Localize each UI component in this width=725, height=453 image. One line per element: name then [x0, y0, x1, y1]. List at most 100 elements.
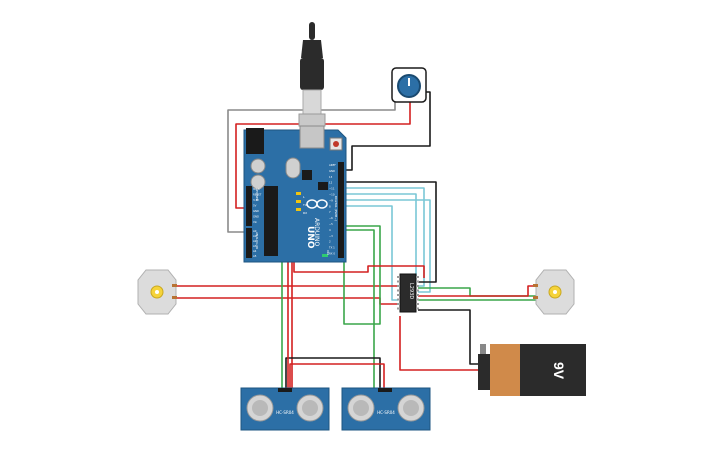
pin-label: GND — [253, 209, 259, 213]
power-header — [246, 186, 252, 226]
led-l — [296, 192, 301, 195]
pin-label: 13 — [329, 175, 333, 179]
driver-pin — [397, 285, 400, 287]
pin-label: 3.3V — [253, 198, 259, 202]
power-header-label: POWER — [255, 190, 259, 201]
wire-pot-red — [235, 100, 411, 209]
potentiometer-icon[interactable] — [391, 67, 427, 103]
pin-label: ~11 — [329, 187, 335, 191]
pin-label: A5 — [253, 254, 257, 258]
dc-motor-right[interactable] — [533, 269, 575, 315]
pin-label: ~10 — [329, 193, 335, 197]
wire-red-battery — [399, 316, 478, 371]
pin-label: IOREF — [253, 187, 261, 191]
sensor2-transducer-right-inner — [403, 400, 419, 416]
atmega-chip — [264, 186, 278, 256]
power-jack — [246, 128, 264, 154]
wire-motor-right-2 — [418, 285, 536, 297]
driver-pin — [416, 298, 419, 301]
wire-motor-left-2 — [176, 297, 398, 305]
motor-right-terminal-2 — [533, 296, 538, 299]
dc-motor-left[interactable] — [137, 269, 177, 315]
driver-pin — [416, 276, 419, 278]
wire-cyan-4 — [345, 205, 398, 301]
sensor2-label: HC-SR04 — [377, 410, 395, 415]
arduino-rx-label: RX — [303, 211, 307, 215]
driver-pin — [416, 280, 419, 283]
motor-driver-ic[interactable]: L293D — [397, 273, 419, 313]
sensor1-pin-header — [278, 388, 292, 392]
ultrasonic-sensor-2[interactable]: HC-SR04 — [341, 387, 431, 431]
wire-black-gnd — [345, 181, 437, 283]
pin-label: A3 — [253, 244, 257, 248]
pin-label: ~5 — [329, 222, 333, 226]
analog-header — [246, 228, 252, 258]
driver-pin — [397, 307, 400, 310]
sensor2-pin-header — [378, 388, 392, 392]
pin-label: RESET — [253, 193, 262, 197]
pin-label: Vin — [253, 220, 257, 224]
battery-cap — [478, 354, 492, 390]
battery-terminal-neg — [480, 344, 486, 354]
driver-pin — [397, 303, 400, 305]
motor-driver-label: L293D — [408, 283, 414, 299]
driver-pin — [397, 280, 400, 283]
arduino-l-label: L — [303, 195, 305, 199]
battery-label: 9V — [551, 362, 567, 380]
wire-red-sensor-top — [289, 363, 385, 388]
driver-pin — [397, 289, 400, 292]
wire-motor-right-1 — [418, 287, 536, 297]
arduino-model-label: UNO — [305, 226, 315, 249]
capacitor-2 — [250, 174, 266, 190]
icsp-header — [318, 182, 328, 190]
pin-label: 7 — [329, 210, 331, 214]
pin-label: 8 — [329, 204, 331, 208]
wire-green-sensor2 — [345, 229, 375, 388]
arduino-tx-label: TX — [302, 203, 307, 207]
motor-right-shaft — [553, 290, 557, 294]
ultrasonic-sensor-1[interactable]: HC-SR04 — [240, 387, 330, 431]
pin-label: A4 — [253, 249, 257, 253]
crystal — [285, 157, 301, 179]
driver-pin — [416, 303, 419, 305]
pin-label: 2 — [329, 240, 331, 244]
sensor1-label: HC-SR04 — [276, 410, 294, 415]
battery-9v[interactable]: 9V — [478, 344, 586, 396]
pin-label: A2 — [253, 239, 257, 243]
motor-left-terminal-1 — [172, 284, 177, 287]
wires — [176, 91, 540, 388]
usb-chip — [302, 170, 312, 180]
driver-pin — [397, 276, 400, 278]
driver-pin — [416, 294, 419, 296]
pin-label: ~9 — [329, 198, 333, 202]
battery-body — [490, 344, 520, 396]
led-tx — [296, 200, 301, 203]
arduino-logo — [306, 199, 328, 209]
pin-label: ~6 — [329, 216, 333, 220]
pin-label: ~3 — [329, 234, 333, 238]
pin-label: TX 1 — [329, 246, 335, 250]
pin-label: A0 — [253, 229, 257, 233]
motor-right-terminal-1 — [533, 284, 538, 287]
arduino-on-label: ON — [326, 250, 330, 255]
capacitor-1 — [250, 158, 266, 174]
pin-label: GND — [329, 169, 335, 173]
digital-header-label: DIGITAL (PWM~) — [334, 196, 338, 221]
arduino-uno-board[interactable]: ARDUINO UNO ON L TX RX DIGITAL (PWM~) PO… — [243, 125, 347, 263]
wire-cyan-1 — [345, 187, 425, 287]
pin-label: AREF — [329, 163, 336, 167]
led-on — [322, 254, 328, 257]
usb-port — [299, 125, 325, 149]
sensor2-transducer-left-inner — [353, 400, 369, 416]
wire-pot-gray — [227, 92, 396, 233]
pin-label: 5V — [253, 204, 257, 208]
driver-pins — [397, 276, 419, 310]
reset-button-cap — [333, 141, 339, 147]
battery-label-area — [520, 344, 586, 396]
sensor1-transducer-left-inner — [252, 400, 268, 416]
driver-pin — [416, 285, 419, 287]
